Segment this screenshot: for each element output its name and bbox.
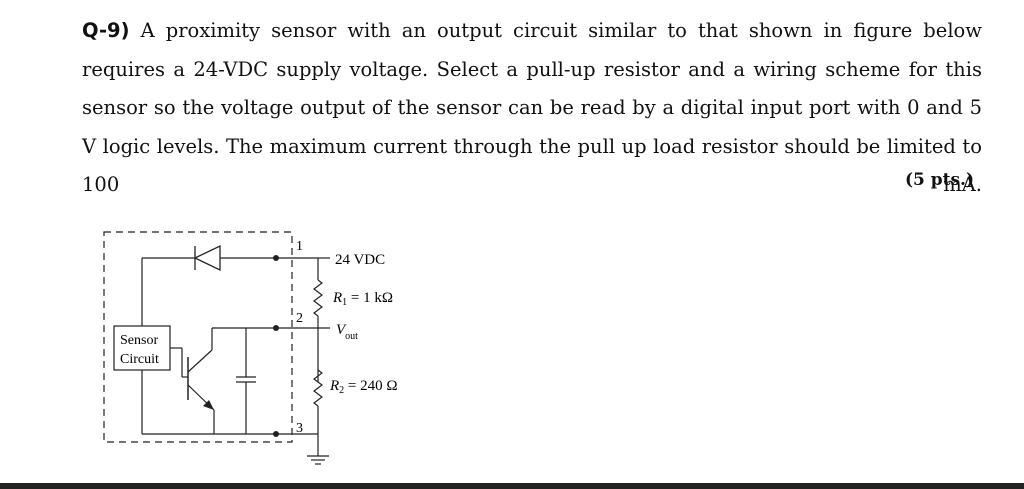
terminal-label-1: 1: [296, 239, 303, 254]
supply-label: 24 VDC: [335, 252, 385, 268]
ground-icon: [307, 455, 329, 465]
terminal-label-3: 3: [296, 421, 303, 436]
r1-resistor-icon: [313, 279, 323, 317]
transistor-icon: [187, 328, 215, 434]
r2-resistor-icon: [313, 369, 323, 407]
question-body: A proximity sensor with an output circui…: [82, 19, 982, 196]
terminal-label-2: 2: [296, 311, 303, 326]
circuit-diagram: 1 2 3 24 VDC R1 = 1 kΩ Vout R2 = 240 Ω S…: [103, 231, 398, 465]
circuit-figure: 1 2 3 24 VDC R1 = 1 kΩ Vout R2 = 240 Ω S…: [90, 222, 430, 476]
question-text: Q-9) A proximity sensor with an output c…: [82, 12, 982, 205]
bottom-border: [0, 483, 1024, 489]
r1-label: R1 = 1 kΩ: [332, 290, 393, 308]
terminal-dot-1: [273, 255, 279, 261]
r2-label: R2 = 240 Ω: [329, 378, 398, 396]
sensor-enclosure: [103, 231, 293, 443]
sensor-label-line1: Sensor: [120, 333, 158, 348]
points-label: (5 pts.): [904, 170, 974, 190]
vout-label: Vout: [336, 322, 358, 342]
diode-icon: [193, 244, 221, 272]
question-number: Q-9): [82, 19, 130, 42]
sensor-label-line2: Circuit: [120, 352, 159, 367]
capacitor-icon: [236, 376, 256, 383]
